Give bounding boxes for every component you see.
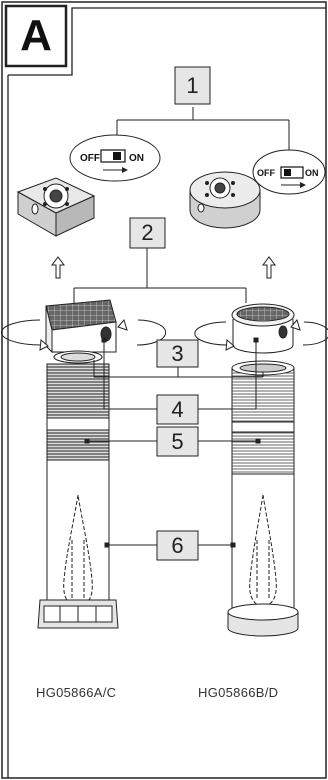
round-lamp-body (227, 360, 299, 637)
callout-5-leader (84, 438, 261, 444)
rotate-arrows (0, 318, 328, 351)
round-cap-underside (189, 171, 261, 229)
square-lamp-body (37, 350, 119, 629)
round-lamp-head (231, 303, 295, 354)
callout-box-2: 2 (129, 217, 166, 249)
model-label-left: HG05866A/C (36, 685, 117, 700)
callout-label: 6 (171, 533, 183, 558)
callout-box-5: 5 (156, 426, 199, 457)
callout-3-leader (93, 360, 264, 378)
switch-bubble-left (69, 134, 161, 182)
switch-on-label-left: ON (129, 153, 144, 164)
callout-box-3: 3 (156, 339, 199, 368)
switch-on-label-right: ON (305, 168, 319, 178)
callout-label: 1 (186, 73, 198, 98)
switch-off-label-left: OFF (80, 153, 100, 164)
lift-arrows (51, 256, 276, 279)
model-label-right: HG05866B/D (198, 685, 279, 700)
callout-2-leader (73, 247, 247, 303)
panel-letter: A (20, 11, 52, 60)
switch-bubble-right (252, 149, 326, 195)
callout-box-1: 1 (174, 66, 211, 105)
slider-knob-left (113, 152, 121, 160)
callout-label: 5 (171, 429, 183, 454)
callout-box-4: 4 (156, 394, 199, 425)
callout-4-leader (101, 337, 259, 410)
slider-knob-right (284, 169, 291, 176)
switch-off-label-right: OFF (257, 168, 275, 178)
callout-label: 3 (171, 341, 183, 366)
square-cap-underside (16, 177, 96, 237)
square-lamp-head (45, 299, 117, 354)
callout-6-leader (104, 542, 236, 548)
callout-box-6: 6 (156, 530, 199, 561)
callout-label: 4 (171, 397, 183, 422)
callout-label: 2 (141, 220, 153, 245)
